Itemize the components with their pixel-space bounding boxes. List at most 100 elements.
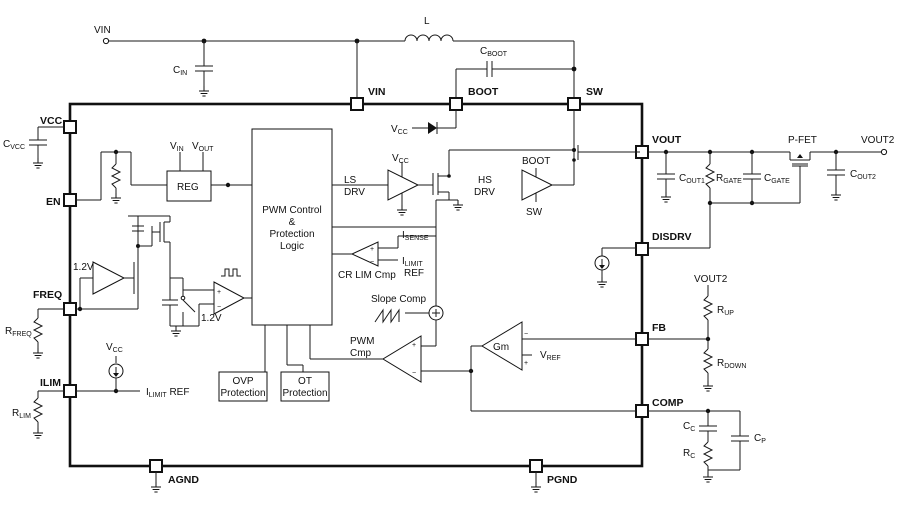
ot-line2: Protection [282, 388, 327, 399]
rfreq-label: RFREQ [5, 326, 32, 338]
boot-vcc-label: VCC [391, 124, 408, 136]
cr-lim-minus: − [370, 259, 374, 266]
pwm-line2: & [289, 217, 296, 228]
ls-vcc-label: VCC [392, 153, 409, 165]
pwm-line3: Protection [269, 229, 314, 240]
ilimit-ref-right-word: REF [404, 268, 424, 279]
cp-label: CP [754, 433, 766, 445]
ilim-vcc-label: VCC [106, 342, 123, 354]
ilimit-ref-right: ILIMIT [402, 256, 423, 268]
cin-label: CIN [173, 65, 187, 77]
pin-sw-pad [567, 97, 581, 111]
isense-label: ISENSE [402, 230, 429, 242]
pwm-gm-network [309, 321, 636, 412]
cout2-label: COUT2 [850, 169, 876, 181]
vref-label: VREF [540, 350, 561, 362]
cgate-label: CGATE [764, 173, 790, 185]
cr-lim-plus: + [370, 246, 374, 253]
pwm-line4: Logic [280, 241, 304, 252]
net-vout2-label: VOUT2 [861, 135, 895, 146]
cboot-label: CBOOT [480, 46, 508, 58]
ls-drv-line1: LS [344, 175, 357, 186]
compensation-network [648, 408, 749, 483]
pin-fb-pad [635, 332, 649, 346]
pin-ilim-pad [63, 384, 77, 398]
ot-line1: OT [298, 376, 312, 387]
rlim-label: RLIM [12, 408, 31, 420]
ilim-network [32, 356, 140, 439]
pin-disdrv-label: DISDRV [652, 231, 691, 243]
rdown-label: RDOWN [717, 358, 746, 370]
gm-label: Gm [493, 342, 509, 353]
ovp-line1: OVP [232, 376, 253, 387]
reg-vout-label: VOUT [192, 141, 214, 153]
protection-blocks [218, 325, 330, 402]
ovp-block [218, 371, 268, 402]
osc-comparator [213, 281, 246, 315]
cr-lim-label: CR LIM Cmp [338, 270, 396, 281]
ls-drv-line2: DRV [344, 187, 365, 198]
hs-boot-label: BOOT [522, 156, 550, 167]
current-limit-network [332, 226, 444, 347]
pin-boot-pad [449, 97, 463, 111]
hs-driver [412, 110, 640, 202]
hs-drv-line1: HS [478, 175, 492, 186]
ovp-line2: Protection [220, 388, 265, 399]
pin-freq-pad [63, 302, 77, 316]
pin-agnd-pad [149, 459, 163, 473]
pin-en-label: EN [46, 196, 61, 208]
pin-vcc-pad [63, 120, 77, 134]
pin-comp-pad [635, 404, 649, 418]
pin-vout-label: VOUT [652, 134, 682, 146]
inductor-label: L [424, 16, 430, 27]
pwm-cmp-line1: PWM [350, 336, 374, 347]
pwm-cmp-line2: Cmp [350, 348, 372, 359]
pin-ilim-label: ILIM [40, 377, 61, 389]
gm-minus: − [524, 331, 528, 338]
osc-cmp-minus: − [217, 304, 221, 311]
pfet-label: P-FET [788, 135, 817, 146]
cvcc-label: CVCC [3, 139, 25, 151]
feedback-network [648, 285, 714, 392]
reg-vin-label: VIN [170, 141, 184, 153]
pin-vcc-label: VCC [40, 115, 63, 127]
pin-vin-pad [350, 97, 364, 111]
hs-drv-line2: DRV [474, 187, 495, 198]
gm-plus: + [524, 360, 528, 367]
output-network [594, 148, 888, 288]
osc-cmp-plus: + [217, 289, 221, 296]
cc-label: CC [683, 421, 695, 433]
reg-block [166, 170, 212, 202]
pwm-cmp-plus: + [412, 342, 416, 349]
ot-block [280, 371, 330, 402]
oscillator-network [76, 215, 252, 337]
ic-outline [68, 102, 644, 468]
hs-sw-label: SW [526, 207, 543, 218]
pin-comp-label: COMP [652, 397, 684, 409]
pin-pgnd-pad [529, 459, 543, 473]
pin-freq-label: FREQ [33, 289, 62, 301]
pins [63, 97, 649, 473]
pwm-line1: PWM Control [262, 205, 321, 216]
pin-en-pad [63, 193, 77, 207]
rc-label: RC [683, 448, 695, 460]
rup-label: RUP [717, 305, 734, 317]
osc-amp [92, 261, 126, 295]
pin-disdrv-pad [635, 242, 649, 256]
pin-pgnd-label: PGND [547, 474, 578, 486]
pin-sw-label: SW [586, 86, 603, 98]
rgate-label: RGATE [716, 173, 742, 185]
reg-label: REG [177, 182, 199, 193]
ilimit-ref-label-left: ILIMIT REF [146, 387, 189, 399]
net-vin-label: VIN [94, 25, 111, 36]
cout1-label: COUT1 [679, 173, 705, 185]
v12-label-b: 1.2V [201, 313, 222, 324]
en-reg-network [76, 149, 252, 204]
slope-comp-label: Slope Comp [371, 294, 426, 305]
pin-fb-label: FB [652, 322, 666, 334]
ground-pins [150, 472, 542, 493]
pin-vin-label: VIN [368, 86, 386, 98]
rfreq-network [32, 308, 64, 359]
ls-driver [332, 149, 574, 236]
